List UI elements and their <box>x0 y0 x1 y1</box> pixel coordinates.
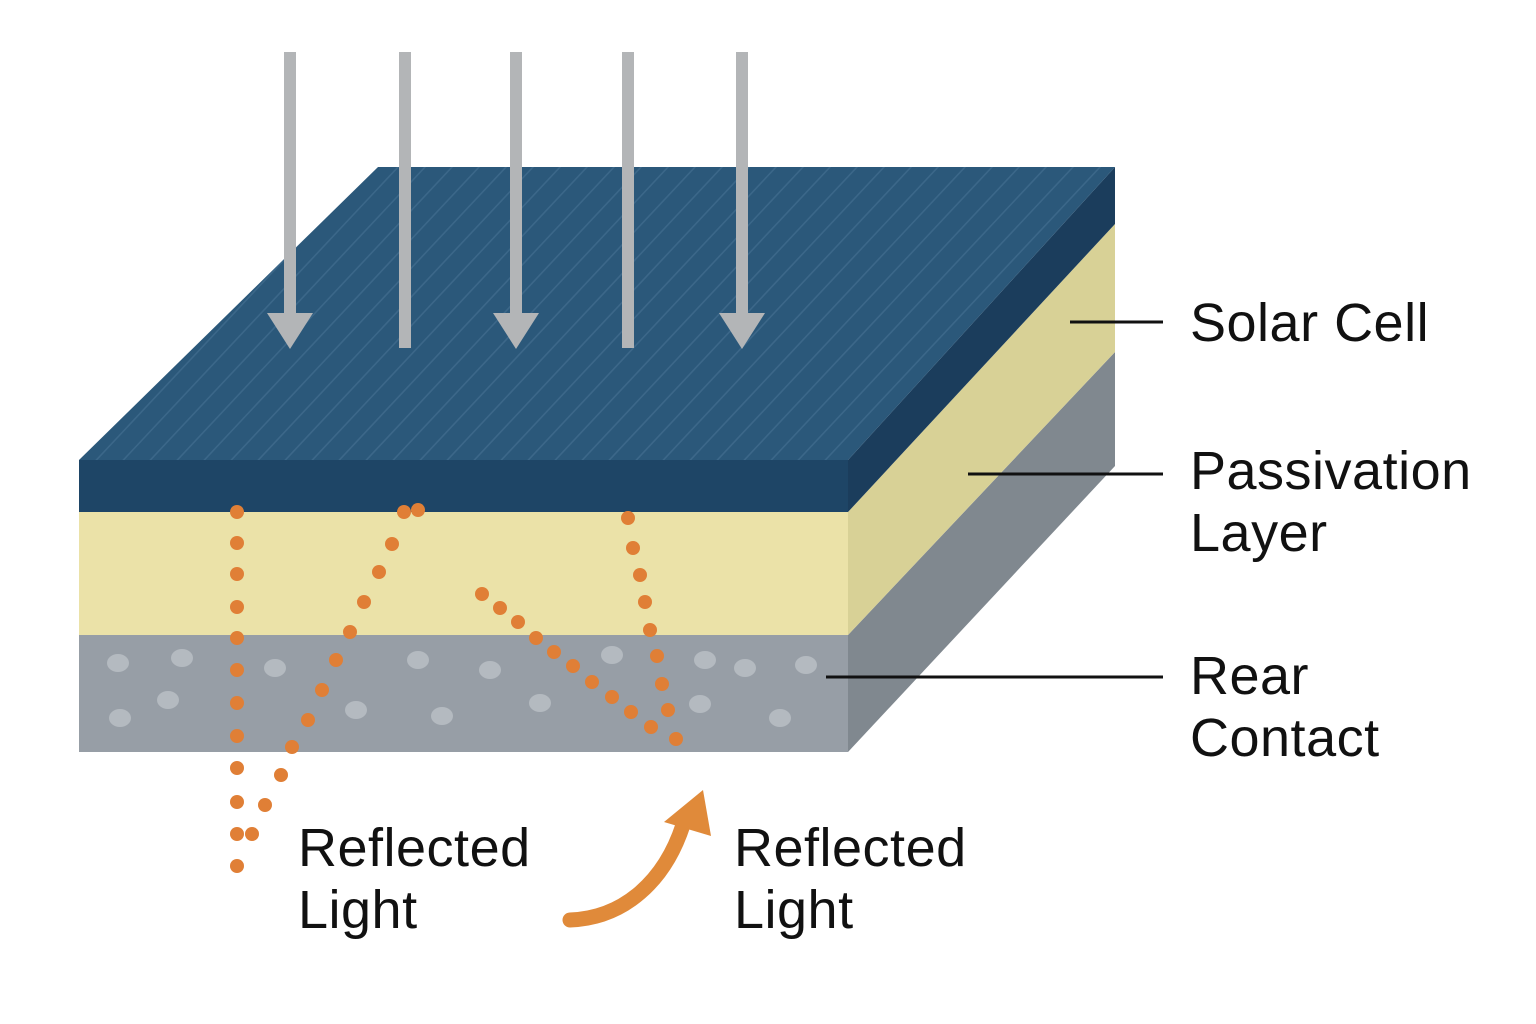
down-arrow-icon <box>267 52 313 349</box>
rear-contact-label: Rear Contact <box>1190 646 1380 768</box>
down-arrow-icon <box>399 52 411 348</box>
passivation-layer-side-face <box>848 224 1115 635</box>
solar-cell-top-face <box>79 167 1115 460</box>
down-arrow-icon <box>622 52 634 348</box>
photon-path <box>245 503 425 841</box>
curved-up-arrow-icon <box>562 790 711 928</box>
solar-cell-front-face <box>79 460 848 512</box>
passivation-layer-front-face <box>79 512 848 635</box>
passivation-layer-label: Passivation Layer <box>1190 441 1472 563</box>
photon-path <box>475 587 658 734</box>
incoming-light-arrows <box>267 52 765 349</box>
rear-contact-texture <box>107 646 817 727</box>
reflected-light-label-right: Reflected Light <box>734 818 967 940</box>
solar-cell-side-face <box>848 167 1115 512</box>
down-arrow-icon <box>719 52 765 349</box>
reflected-light-label-left: Reflected Light <box>298 818 531 940</box>
reflected-light-paths <box>230 503 683 873</box>
rear-contact-side-face <box>848 352 1115 752</box>
solar-cell-label: Solar Cell <box>1190 293 1430 353</box>
photon-path <box>621 511 683 746</box>
photon-path <box>230 505 244 873</box>
down-arrow-icon <box>493 52 539 349</box>
rear-contact-front-face <box>79 635 848 752</box>
